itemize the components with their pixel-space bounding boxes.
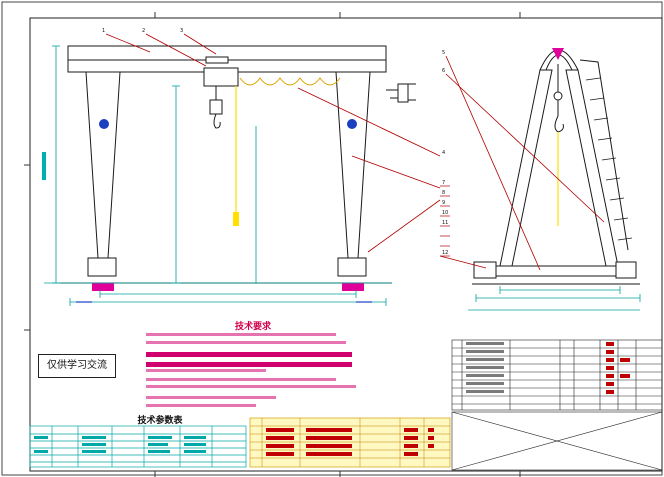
balloon-9: 9: [442, 200, 445, 206]
hoist-trolley: [203, 67, 239, 87]
wheel-pads: [92, 283, 364, 291]
title-block: [451, 411, 663, 471]
right-leg: [335, 71, 371, 259]
front-view-gantry: [60, 45, 416, 284]
bom-text-cells: [466, 342, 504, 393]
parts-list-grid: [250, 418, 450, 467]
drawing-frame: [29, 17, 663, 472]
balloon-2: 2: [142, 28, 145, 34]
balloon-7: 7: [442, 180, 445, 186]
left-end-carriage: [87, 257, 117, 277]
balloon-11: 11: [442, 220, 448, 226]
balloon-10: 10: [442, 210, 448, 216]
festoon-cable: [239, 77, 341, 86]
tech-requirements-text: [146, 333, 356, 407]
tech-params-cells: [34, 436, 206, 453]
bom-table: [451, 339, 663, 411]
bom-cells: [606, 342, 630, 394]
balloon-6: 6: [442, 68, 445, 74]
left-leg: [85, 71, 121, 259]
tech-params-table: [29, 425, 247, 468]
balloon-lines: [440, 185, 450, 257]
leader-lines: [105, 33, 605, 271]
balloon-1: 1: [102, 28, 105, 34]
side-dimensions: [468, 286, 641, 311]
frame-side-marker: [42, 152, 46, 180]
side-left-leg: [499, 69, 553, 267]
side-base-beam: [485, 265, 637, 277]
tech-requirements-title: 技术要求: [234, 322, 271, 332]
parts-list-cells: [266, 428, 434, 456]
side-hook-top: [552, 48, 564, 60]
leg-logos: [99, 119, 357, 129]
front-dimensions: [44, 45, 392, 306]
hook-block: [209, 99, 223, 115]
study-note-box: 仅供学习交流: [38, 354, 116, 378]
balloon-4: 4: [442, 150, 445, 156]
balloon-3: 3: [180, 28, 183, 34]
load-marker: [233, 212, 239, 226]
right-end-carriage: [337, 257, 367, 277]
side-view-aframe: [472, 49, 640, 285]
balloon-labels: 1 2 3 4 5 6 7 8 9 10 11 12: [102, 28, 448, 256]
balloon-12: 12: [442, 250, 448, 256]
side-cable-ladder: [579, 59, 629, 251]
balloon-8: 8: [442, 190, 445, 196]
parts-list-bg: [249, 417, 451, 468]
tech-params-title: 技术参数表: [137, 416, 183, 426]
frame-ticks: [24, 12, 521, 477]
balloon-5: 5: [442, 50, 445, 56]
